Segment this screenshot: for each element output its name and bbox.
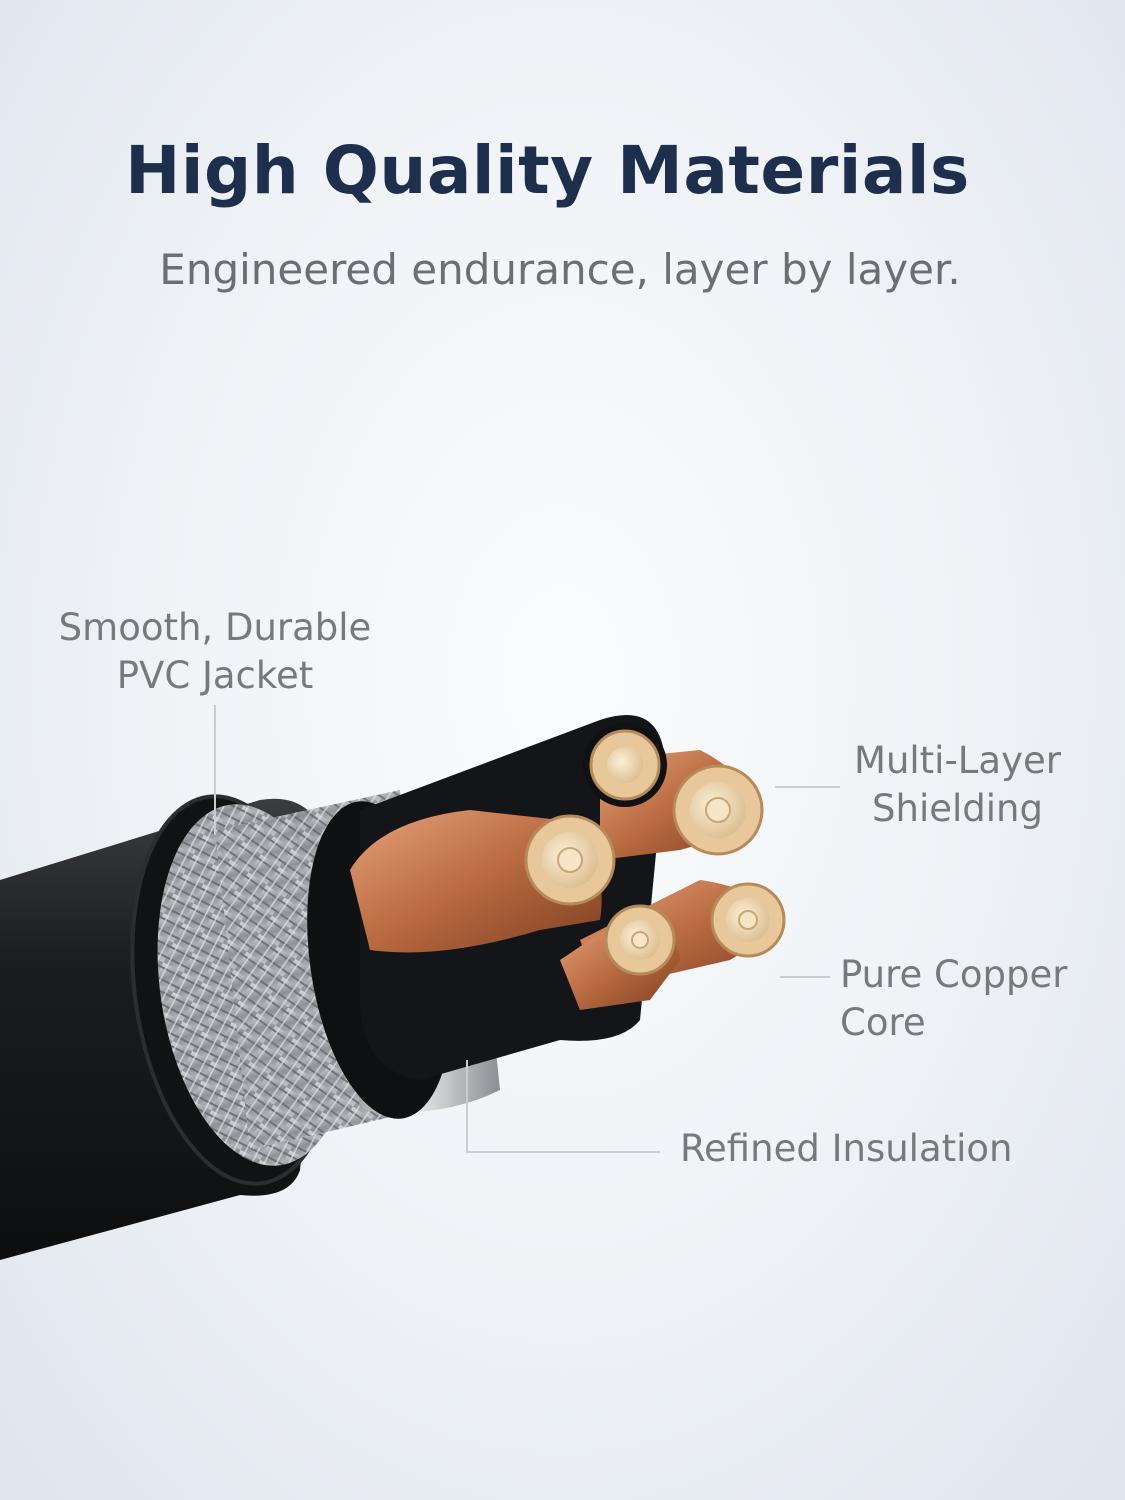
callout-pvc-jacket-line1: Smooth, Durable	[58, 606, 372, 649]
page-subtitle: Engineered endurance, layer by layer.	[159, 245, 961, 294]
callout-copper-core-line2: Core	[840, 1001, 926, 1044]
callout-insulation: Refined Insulation	[680, 1125, 1060, 1173]
callout-insulation-line1: Refined Insulation	[680, 1127, 1013, 1170]
callout-copper-core: Pure Copper Core	[840, 951, 1100, 1047]
callout-shielding: Multi-Layer Shielding	[830, 737, 1085, 833]
callout-pvc-jacket: Smooth, Durable PVC Jacket	[40, 604, 390, 700]
callout-copper-core-line1: Pure Copper	[840, 953, 1068, 996]
strand-bundle-2	[583, 723, 667, 807]
callout-shielding-line2: Shielding	[872, 787, 1043, 830]
callout-pvc-jacket-line2: PVC Jacket	[116, 654, 314, 697]
callout-shielding-line1: Multi-Layer	[854, 739, 1061, 782]
strand-bundle-4	[710, 882, 786, 958]
page-title: High Quality Materials	[125, 132, 970, 209]
strand-bundle-3	[672, 764, 764, 856]
leader-line-insulation	[466, 1060, 660, 1153]
strand-bundle-5	[604, 904, 676, 976]
strand-bundle-1	[524, 814, 616, 906]
